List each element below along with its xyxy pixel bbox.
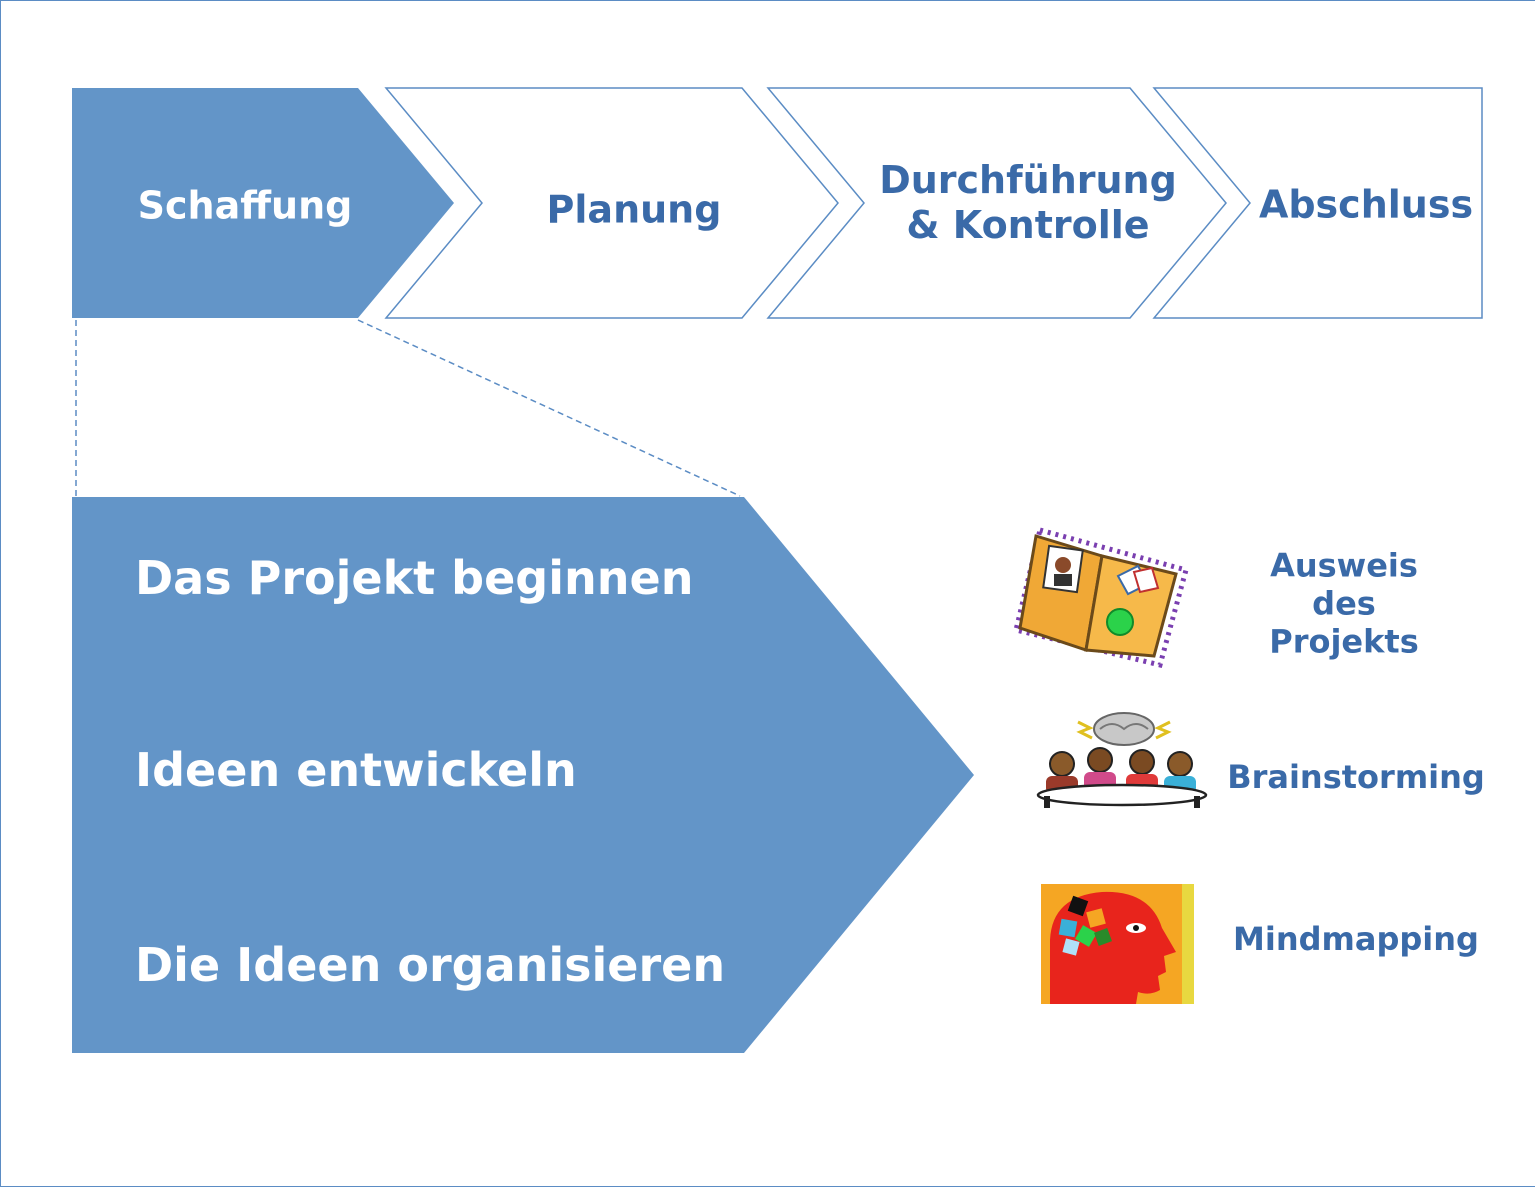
activity-label: Die Ideen organisieren bbox=[135, 938, 726, 992]
tool-label-ausweis: Ausweis des Projekts bbox=[1269, 546, 1419, 660]
tool-label-brainstorming: Brainstorming bbox=[1227, 758, 1485, 797]
step-chevron-schaffung bbox=[72, 88, 454, 318]
step-chevron-planung bbox=[384, 87, 839, 319]
step-label-planung: Planung bbox=[546, 187, 722, 232]
brainstorming-team-icon bbox=[1036, 712, 1208, 808]
step-chevron-abschluss bbox=[1152, 87, 1483, 319]
activity-label: Das Projekt beginnen bbox=[135, 551, 694, 605]
step-label-schaffung: Schaffung bbox=[137, 183, 353, 228]
activity-label: Ideen entwickeln bbox=[135, 743, 577, 797]
tool-label-mindmapping: Mindmapping bbox=[1233, 920, 1479, 959]
step-chevron-durchfuehrung bbox=[766, 87, 1227, 319]
zoom-connector-right bbox=[357, 319, 741, 497]
head-puzzle-icon bbox=[1041, 884, 1194, 1004]
detail-arrow bbox=[72, 497, 974, 1053]
step-label-abschluss: Abschluss bbox=[1258, 182, 1474, 227]
step-label-durchfuehrung: Durchführung & Kontrolle bbox=[879, 158, 1177, 247]
project-id-card-icon bbox=[1012, 526, 1190, 669]
